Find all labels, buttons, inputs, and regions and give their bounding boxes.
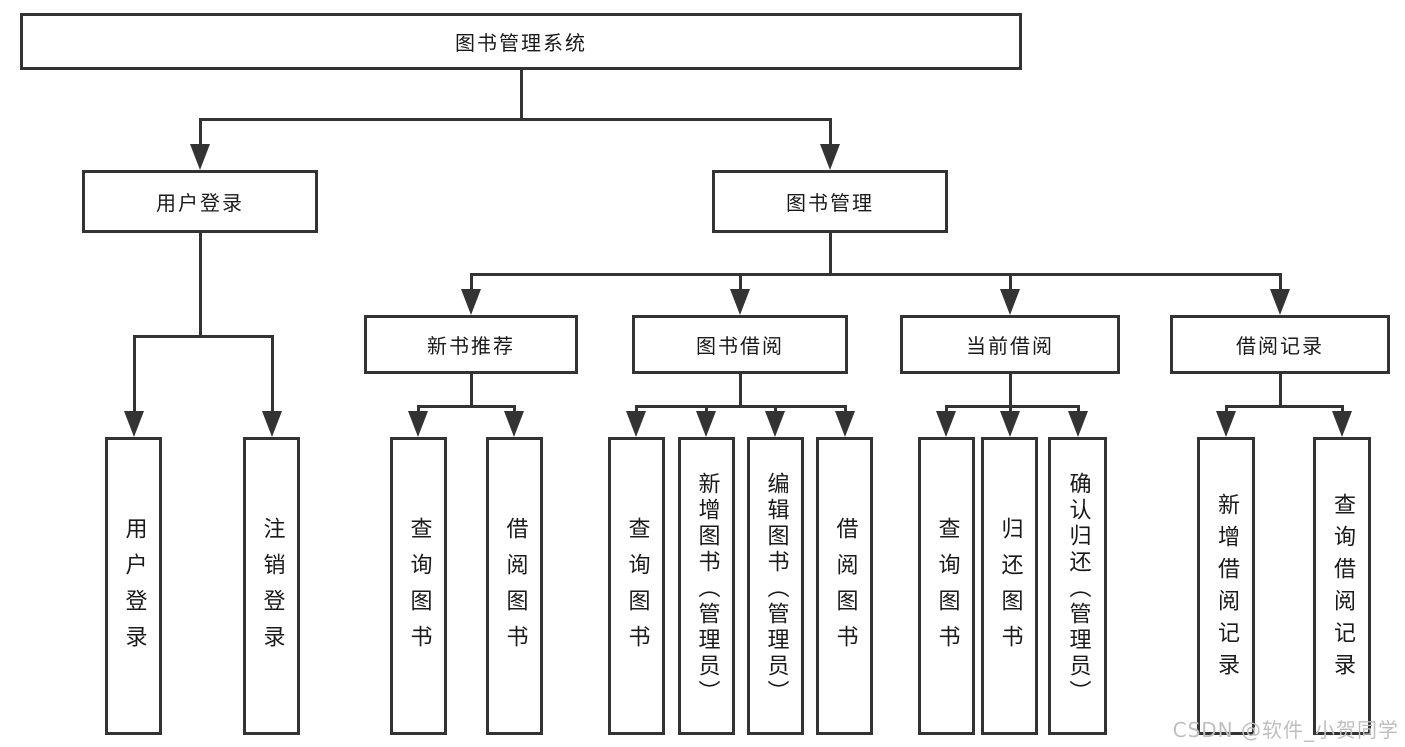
connector-vline <box>704 405 708 413</box>
watermark: CSDN @软件_小贺同学 <box>1172 718 1399 742</box>
connector-vline <box>416 405 420 413</box>
connector-vline <box>828 233 832 276</box>
arrow-down-icon <box>408 411 428 437</box>
arrow-down-icon <box>765 411 785 437</box>
arrow-down-icon <box>1068 411 1088 437</box>
node-book-management: 图书管理 <box>712 170 948 233</box>
arrow-down-icon <box>936 411 956 437</box>
connector-vline <box>1008 273 1012 291</box>
connector-vline <box>469 273 473 291</box>
connector-vline <box>198 233 202 338</box>
connector-hline <box>634 405 847 408</box>
connector-vline <box>270 335 274 413</box>
leaf-borrow-books-2: 借阅图书 <box>816 437 873 735</box>
leaf-confirm-return-admin: 确认归还（管理员） <box>1048 437 1107 735</box>
connector-vline <box>843 405 847 413</box>
node-current-borrowing: 当前借阅 <box>900 315 1120 374</box>
connector-vline <box>1278 273 1282 291</box>
connector-vline <box>512 405 516 413</box>
connector-vline <box>1008 405 1012 413</box>
connector-vline <box>1224 405 1228 413</box>
arrow-down-icon <box>1332 411 1352 437</box>
arrow-down-icon <box>461 289 481 315</box>
arrow-down-icon <box>1000 411 1020 437</box>
leaf-logout: 注销登录 <box>243 437 300 735</box>
connector-hline <box>944 405 1080 408</box>
leaf-add-book-admin: 新增图书（管理员） <box>678 437 735 735</box>
connector-vline <box>828 118 832 146</box>
connector-vline <box>738 273 742 291</box>
arrow-down-icon <box>504 411 524 437</box>
arrow-down-icon <box>1216 411 1236 437</box>
connector-hline <box>132 335 274 338</box>
node-library-management-system: 图书管理系统 <box>20 13 1022 70</box>
connector-vline <box>738 374 742 408</box>
connector-vline <box>1340 405 1344 413</box>
node-user-login: 用户登录 <box>82 170 318 233</box>
arrow-down-icon <box>626 411 646 437</box>
arrow-down-icon <box>1000 289 1020 315</box>
leaf-borrow-books-1: 借阅图书 <box>486 437 543 735</box>
connector-vline <box>519 70 523 121</box>
leaf-add-borrow-record: 新增借阅记录 <box>1197 437 1255 735</box>
connector-hline <box>198 118 832 121</box>
leaf-return-book: 归还图书 <box>981 437 1038 735</box>
arrow-down-icon <box>262 411 282 437</box>
leaf-query-books-2: 查询图书 <box>608 437 665 735</box>
connector-vline <box>1278 374 1282 408</box>
leaf-query-books-1: 查询图书 <box>390 437 447 735</box>
leaf-user-login: 用户登录 <box>105 437 162 735</box>
connector-hline <box>416 405 516 408</box>
connector-vline <box>469 374 473 408</box>
arrow-down-icon <box>696 411 716 437</box>
arrow-down-icon <box>835 411 855 437</box>
connector-hline <box>469 273 1282 276</box>
connector-vline <box>773 405 777 413</box>
leaf-query-borrow-record: 查询借阅记录 <box>1313 437 1371 735</box>
connector-vline <box>1008 374 1012 408</box>
connector-vline <box>1076 405 1080 413</box>
arrow-down-icon <box>124 411 144 437</box>
leaf-query-books-3: 查询图书 <box>918 437 975 735</box>
connector-vline <box>944 405 948 413</box>
arrow-down-icon <box>730 289 750 315</box>
leaf-edit-book-admin: 编辑图书（管理员） <box>747 437 804 735</box>
arrow-down-icon <box>820 144 840 170</box>
connector-vline <box>132 335 136 413</box>
arrow-down-icon <box>1270 289 1290 315</box>
node-new-book-recommend: 新书推荐 <box>364 315 578 374</box>
connector-vline <box>634 405 638 413</box>
connector-vline <box>198 118 202 146</box>
connector-hline <box>1224 405 1344 408</box>
arrow-down-icon <box>190 144 210 170</box>
node-borrow-records: 借阅记录 <box>1170 315 1390 374</box>
node-book-borrowing: 图书借阅 <box>632 315 848 374</box>
